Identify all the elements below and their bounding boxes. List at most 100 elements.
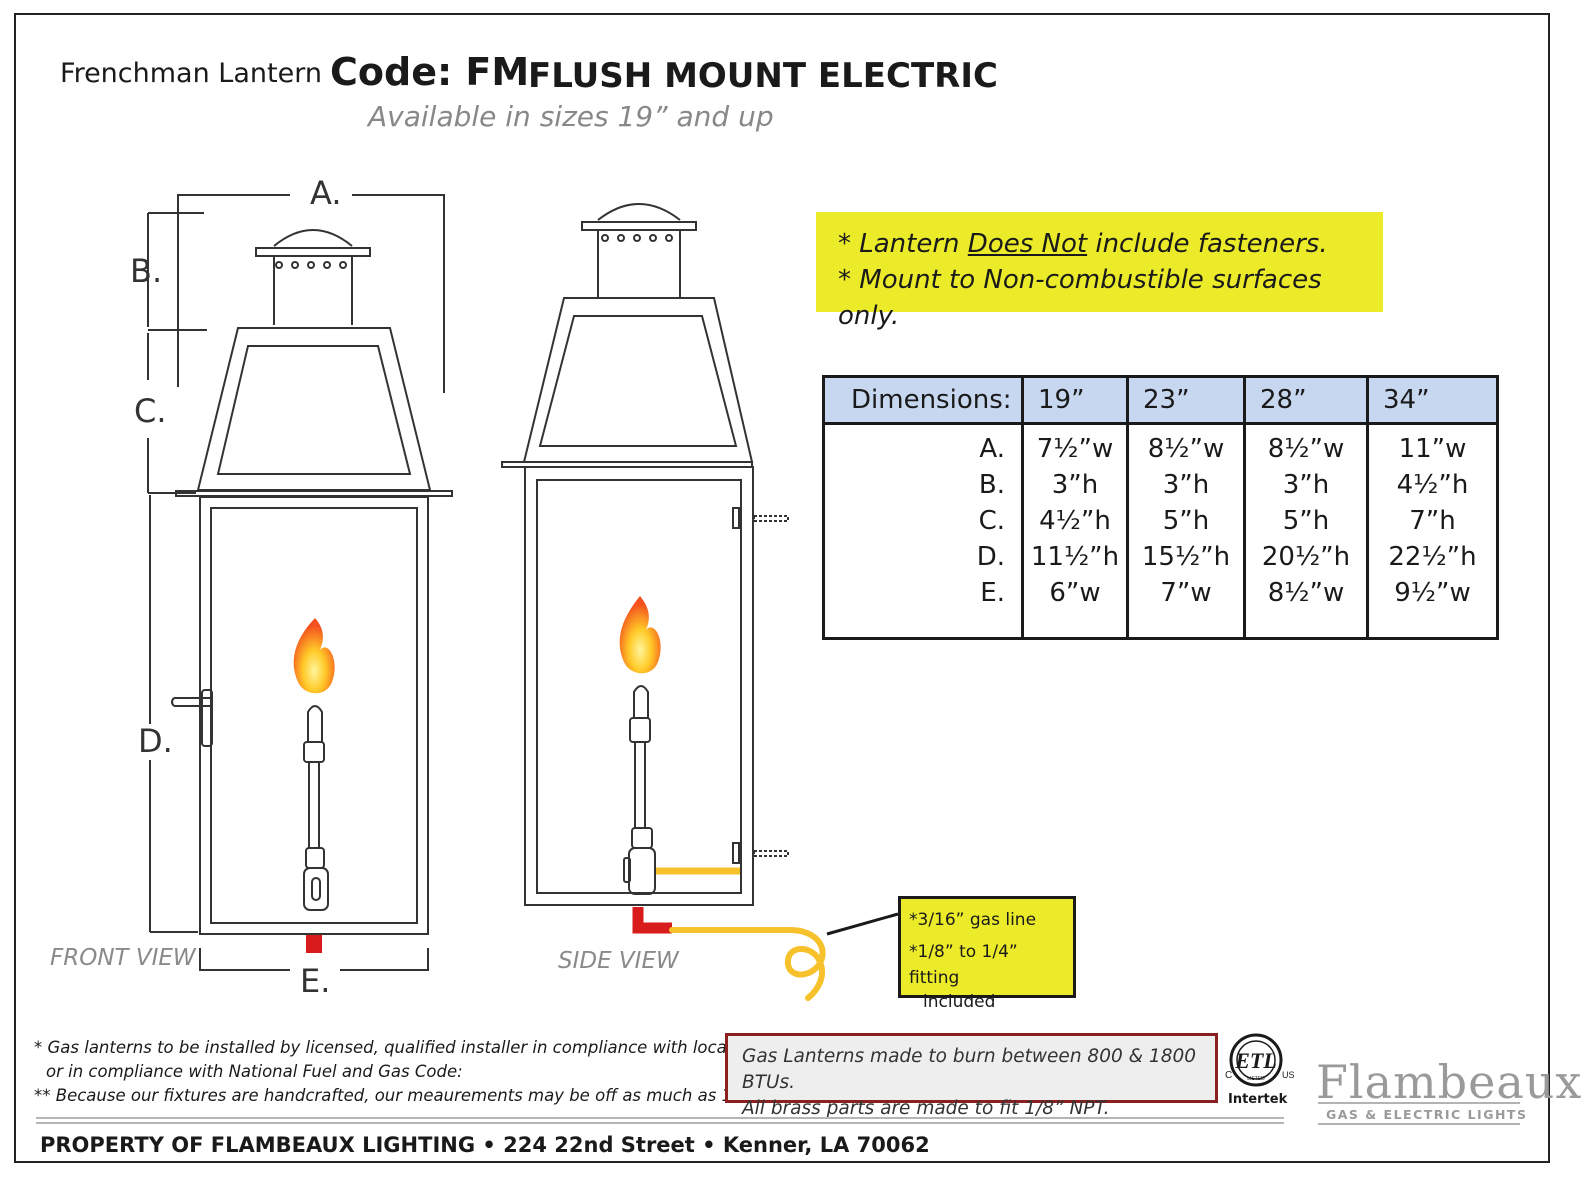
side-view-label: SIDE VIEW — [558, 948, 679, 974]
mounting-screw-bottom — [753, 850, 789, 857]
note-fasteners: * Lantern Does Not include fasteners. — [838, 229, 1328, 259]
table-cell: 4½”h — [1021, 503, 1128, 539]
product-code: Code: FM — [330, 50, 530, 94]
btu-line: Gas Lanterns made to burn between 800 & … — [742, 1046, 1196, 1093]
table-cell: C. — [978, 506, 1005, 536]
hinge-top — [732, 507, 740, 529]
hood-panel-side — [538, 315, 738, 447]
hood-ledge — [175, 490, 453, 497]
gas-fitting-front — [306, 935, 322, 953]
table-cell: 5”h — [1243, 503, 1368, 539]
brand-tagline: GAS & ELECTRIC LIGHTS — [1326, 1107, 1528, 1122]
front-view-label: FRONT VIEW — [50, 945, 196, 971]
burner-collar — [303, 741, 325, 763]
burner-base — [303, 867, 329, 911]
gas-fitting-side — [632, 907, 672, 934]
lantern-body-side — [524, 466, 754, 906]
callout-line: *1/8” to 1/4” fitting — [909, 942, 1018, 988]
etl-listed-text: LISTED — [1247, 1076, 1265, 1082]
callout-leader — [826, 912, 899, 936]
table-cell: 3”h — [1126, 467, 1245, 503]
handle-grip — [201, 689, 213, 747]
hinge-bottom — [732, 842, 740, 864]
chimney-dome-side — [597, 203, 681, 221]
footer-rule — [36, 1122, 1284, 1124]
table-header-cell: 23” — [1126, 376, 1245, 425]
vent-holes-side — [601, 234, 673, 242]
label-e: E. — [300, 962, 331, 1000]
label-d: D. — [138, 722, 173, 760]
gas-line-callout: *3/16” gas line *1/8” to 1/4” fitting in… — [898, 896, 1076, 1012]
table-cell: D. — [976, 542, 1005, 572]
table-cell: 7”w — [1126, 575, 1245, 639]
table-cell: 3”h — [1243, 467, 1368, 503]
callout-line: included — [923, 992, 996, 1012]
table-header-cell: 34” — [1366, 376, 1498, 425]
size-availability: Available in sizes 19” and up — [368, 100, 774, 133]
table-header-cell: 28” — [1243, 376, 1368, 425]
table-row: C. 4½”h 5”h 5”h 7”h — [824, 503, 1498, 539]
gas-line-coil — [669, 927, 826, 1001]
table-header-row: Dimensions: 19” 23” 28” 34” — [823, 376, 1498, 425]
table-cell: 3”h — [1021, 467, 1128, 503]
note-emphasis: Does Not — [967, 229, 1088, 259]
footnote: * Gas lanterns to be installed by licens… — [34, 1038, 791, 1057]
table-header-cell: 19” — [1021, 376, 1128, 425]
table-cell: 22½”h — [1366, 539, 1498, 575]
dimension-line-e — [199, 948, 429, 971]
burner-base-side — [628, 847, 656, 895]
table-cell: 7”h — [1366, 503, 1498, 539]
callout-line: *3/16” gas line — [909, 910, 1037, 930]
table-cell: E. — [980, 578, 1005, 608]
flame-icon — [293, 618, 335, 694]
table-cell: 4½”h — [1366, 467, 1498, 503]
dimension-line-b — [147, 212, 207, 331]
table-cell: 8½”w — [1243, 423, 1368, 467]
glass-panel — [210, 507, 418, 924]
dimension-line-d — [148, 492, 198, 933]
hood-panel — [216, 345, 412, 475]
front-view-drawing — [147, 194, 453, 971]
table-header-cell: Dimensions: — [823, 376, 1023, 425]
table-cell: 8½”w — [1243, 575, 1368, 639]
vent-holes — [275, 261, 347, 269]
table-cell: 6”w — [1021, 575, 1128, 639]
dimension-line-a — [177, 194, 445, 393]
page-frame — [14, 13, 1550, 1163]
installation-footnotes: * Gas lanterns to be installed by licens… — [34, 1036, 790, 1108]
mounting-screw-top — [753, 515, 789, 522]
table-row: D. 11½”h 15½”h 20½”h 22½”h — [824, 539, 1498, 575]
table-cell: 8½”w — [1126, 423, 1245, 467]
burner-tip — [307, 705, 323, 742]
note-surfaces: * Mount to Non-combustible surfaces only… — [838, 265, 1322, 331]
chimney-cap-side — [581, 221, 697, 231]
label-a: A. — [310, 174, 342, 212]
label-b: B. — [130, 252, 163, 290]
chimney-cap — [255, 247, 371, 257]
table-cell: 11½”h — [1021, 539, 1128, 575]
door-handle — [171, 697, 210, 707]
table-row: E. 6”w 7”w 8½”w 9½”w — [824, 575, 1498, 639]
etl-listed-mark: ETL LISTED C US — [1225, 1033, 1295, 1087]
label-c: C. — [134, 392, 167, 430]
table-cell: 20½”h — [1243, 539, 1368, 575]
product-type: FLUSH MOUNT ELECTRIC — [528, 56, 998, 96]
dimensions-table: Dimensions: 19” 23” 28” 34” A. 7½”w 8½”w… — [822, 375, 1499, 640]
table-cell: 5”h — [1126, 503, 1245, 539]
table-cell: 7½”w — [1021, 423, 1128, 467]
flame-icon-side — [619, 596, 661, 674]
brand-logo: Flambeaux — [1316, 1055, 1583, 1109]
chimney-dome — [273, 229, 353, 247]
product-name: Frenchman Lantern — [60, 58, 322, 89]
etl-mark-text: ETL — [1234, 1048, 1277, 1073]
footnote: ** Because our fixtures are handcrafted,… — [34, 1086, 746, 1105]
footer-rule — [36, 1117, 1284, 1119]
table-cell: 15½”h — [1126, 539, 1245, 575]
side-view-drawing — [501, 203, 899, 936]
footnote: or in compliance with National Fuel and … — [46, 1062, 463, 1081]
table-cell: 11”w — [1366, 423, 1498, 467]
installation-notes: * Lantern Does Not include fasteners. * … — [816, 212, 1383, 331]
footer-address: PROPERTY OF FLAMBEAUX LIGHTING • 224 22n… — [40, 1133, 930, 1157]
table-cell: 9½”w — [1366, 575, 1498, 639]
